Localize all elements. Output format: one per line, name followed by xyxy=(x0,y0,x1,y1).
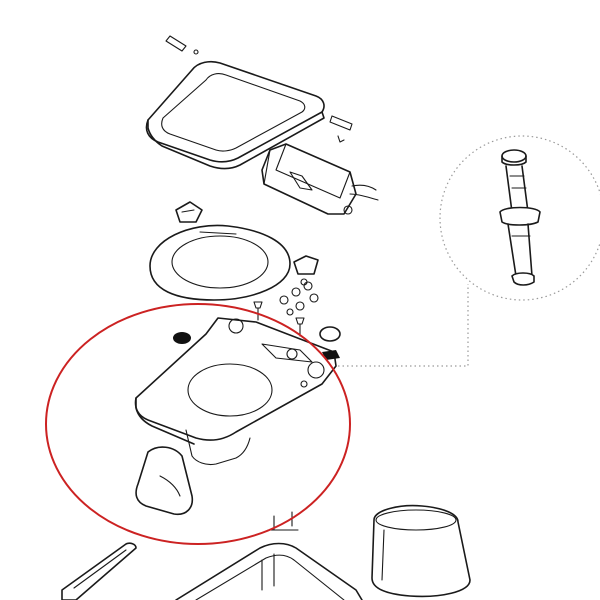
seat-base-part xyxy=(134,317,340,466)
hinge-pin-right xyxy=(329,115,353,143)
grommet-part xyxy=(319,326,341,342)
control-module-part xyxy=(261,143,379,215)
bowl-frame-part xyxy=(175,542,363,600)
rubber-stop-left xyxy=(173,332,191,344)
mounting-studs xyxy=(267,511,299,531)
seat-ring-part xyxy=(149,224,291,301)
fastener-set xyxy=(253,278,319,337)
cover-cap-part xyxy=(135,446,194,516)
valve-plunger-detail xyxy=(499,149,541,286)
hinge-cover-upper xyxy=(175,201,203,223)
highlight-circle xyxy=(45,303,351,545)
callout-leader-line xyxy=(338,284,469,367)
handle-bracket-part xyxy=(61,542,137,600)
detail-callout-circle xyxy=(439,135,600,301)
lid-part xyxy=(145,60,325,170)
cup-part xyxy=(371,504,471,598)
hinge-pin-left xyxy=(165,35,199,55)
hinge-cover-right xyxy=(293,255,319,275)
